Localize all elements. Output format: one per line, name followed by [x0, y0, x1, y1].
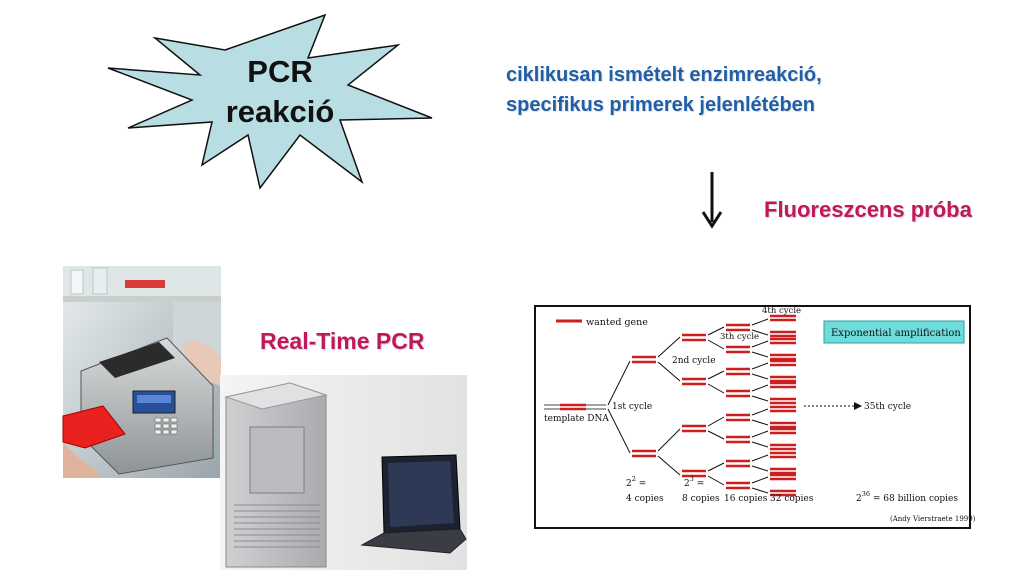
- pcr-reaction-title: PCR reakció: [205, 52, 355, 132]
- pcr-amplification-diagram: wanted gene Exponential amplification te…: [534, 305, 976, 529]
- title-line-2: reakció: [225, 94, 335, 129]
- copies-32-label: 32 copies: [770, 494, 814, 504]
- fluorescent-probe-label: Fluoreszcens próba: [764, 197, 972, 222]
- copies-16-label: 16 copies: [724, 494, 768, 504]
- description-line-2: specifikus primerek jelenlétében: [506, 94, 816, 116]
- copies-8-formula: 23 =: [684, 475, 704, 489]
- cycle-4-label: 4th cycle: [762, 306, 801, 316]
- cycle-3-label: 3th cycle: [720, 332, 759, 342]
- description-line-1: ciklikusan ismételt enzimreakció,: [506, 64, 822, 86]
- lab-thermocycler-photo: [62, 266, 221, 478]
- template-dna-label: template DNA: [544, 414, 609, 424]
- realtime-pcr-label: Real-Time PCR: [260, 328, 425, 354]
- copies-8-label: 8 copies: [682, 494, 720, 504]
- copies-4-formula: 22 =: [626, 475, 646, 489]
- exponential-amplification-badge: Exponential amplification: [831, 328, 961, 339]
- billion-copies-label: 236 = 68 billion copies: [856, 490, 958, 504]
- realtime-pcr-machine-photo: [220, 375, 467, 570]
- title-line-1: PCR: [247, 54, 313, 89]
- cycle-35-label: 35th cycle: [864, 402, 911, 412]
- starburst-shape: [100, 10, 440, 195]
- legend-wanted-gene: wanted gene: [586, 317, 648, 328]
- cycle-1-label: 1st cycle: [612, 402, 652, 412]
- arrow-down-icon: [697, 170, 727, 232]
- copies-4-label: 4 copies: [626, 494, 664, 504]
- cycle-2-label: 2nd cycle: [672, 356, 716, 366]
- credit-label: (Andy Vierstraete 1999): [890, 515, 976, 523]
